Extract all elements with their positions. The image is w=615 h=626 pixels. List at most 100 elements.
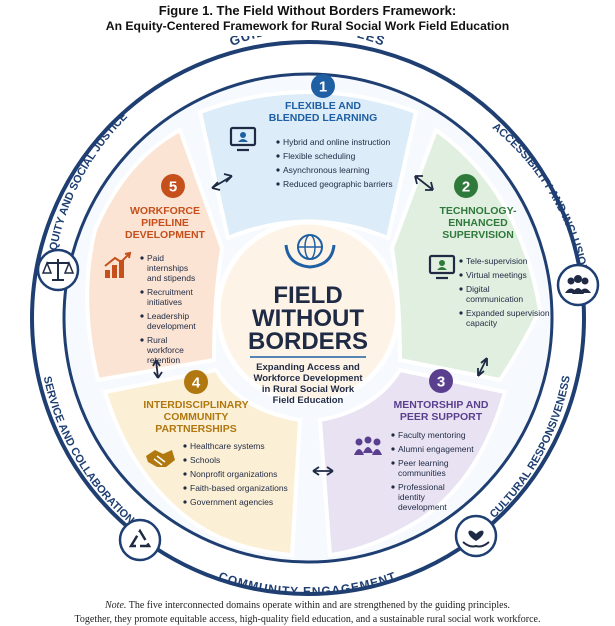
- domain-5-badge: 5: [161, 174, 185, 198]
- domain-2-title-line: ENHANCED: [448, 217, 508, 229]
- bullet-dot: [183, 486, 187, 490]
- note-label: Note.: [105, 600, 127, 611]
- bullet-dot: [183, 472, 187, 476]
- domain-1-item: Reduced geographic barriers: [283, 179, 393, 189]
- handshake-icon: [146, 450, 175, 467]
- domain-5-panel: [85, 127, 225, 383]
- monitor-person-icon: [229, 126, 257, 152]
- domain-2-item: Tele-supervision: [466, 256, 528, 266]
- bullet-dot: [391, 447, 395, 451]
- globe-hands-icon: [284, 234, 336, 269]
- domain-1-item: Flexible scheduling: [283, 151, 356, 161]
- domain-2-badge: 2: [454, 174, 478, 198]
- domain-1-item: Hybrid and online instruction: [283, 137, 391, 147]
- center-subtitle-line: Field Education: [273, 395, 344, 406]
- connector-arrows: [152, 173, 488, 476]
- domain-3-item: Faculty mentoring: [398, 430, 466, 440]
- bullet-dot: [140, 314, 144, 318]
- domain-4-title-line: INTERDISCIPLINARY: [143, 399, 248, 411]
- bullet-dot: [391, 433, 395, 437]
- bullet-dot: [140, 338, 144, 342]
- center-title-line3: BORDERS: [248, 328, 368, 355]
- domain-4-badge: 4: [184, 370, 208, 394]
- bullet-dot: [391, 461, 395, 465]
- bullet-dot: [276, 168, 280, 172]
- domain-4-item: Healthcare systems: [190, 441, 265, 451]
- note-line1: Note. The five interconnected domains op…: [0, 600, 615, 611]
- domain-1-badge: 1: [311, 74, 335, 98]
- domain-5-title-line: WORKFORCE: [130, 205, 200, 217]
- figure-subtitle: An Equity-Centered Framework for Rural S…: [105, 19, 510, 33]
- domain-4-item: Nonprofit organizations: [190, 469, 277, 479]
- growth-chart-icon: [104, 251, 132, 278]
- hands-heart-icon: [454, 514, 498, 558]
- domain-4-title-line: PARTNERSHIPS: [155, 423, 236, 435]
- note-line2: Together, they promote equitable access,…: [74, 614, 541, 625]
- domain-1-title-line: BLENDED LEARNING: [269, 112, 378, 124]
- note-text-1: The five interconnected domains operate …: [128, 600, 510, 611]
- domain-3-item: Alumni engagement: [398, 444, 474, 454]
- domain-5-number: 5: [169, 179, 177, 196]
- center-subtitle-line: Workforce Development: [253, 373, 363, 384]
- domain-4-panel: [102, 367, 303, 558]
- domain-1-number: 1: [319, 79, 327, 96]
- bullet-dot: [183, 500, 187, 504]
- domain-3-title-line: MENTORSHIP AND: [394, 399, 489, 411]
- domain-3-number: 3: [437, 374, 445, 391]
- bullet-dot: [459, 311, 463, 315]
- domain-5-title-line: DEVELOPMENT: [125, 229, 206, 241]
- domain-4-item: Schools: [190, 455, 220, 465]
- bullet-dot: [183, 458, 187, 462]
- domain-1-title-line: FLEXIBLE AND: [285, 100, 361, 112]
- bullet-dot: [459, 259, 463, 263]
- domain-2-title-line: TECHNOLOGY-: [439, 205, 517, 217]
- center-title-line2: WITHOUT: [252, 305, 364, 332]
- bullet-dot: [183, 444, 187, 448]
- scales-icon: [36, 248, 80, 292]
- domain-5-title-line: PIPELINE: [141, 217, 189, 229]
- bullet-dot: [276, 154, 280, 158]
- figure-title: Figure 1. The Field Without Borders Fram…: [158, 3, 457, 18]
- domain-4-item: Government agencies: [190, 497, 273, 507]
- framework-diagram: GUIDING PRINCIPLES COMMUNITY ENGAGEMENT …: [30, 36, 600, 596]
- center-title-line1: FIELD: [273, 282, 342, 309]
- bullet-dot: [140, 256, 144, 260]
- center-subtitle-line: Expanding Access and: [256, 362, 360, 373]
- bullet-dot: [140, 290, 144, 294]
- bullet-dot: [391, 485, 395, 489]
- domain-2-title-line: SUPERVISION: [442, 229, 514, 241]
- domain-2-number: 2: [462, 179, 470, 196]
- domain-3-panel: [317, 367, 508, 558]
- domain-3-title-line: PEER SUPPORT: [400, 411, 483, 423]
- people-group-icon: [556, 263, 600, 307]
- domain-3-badge: 3: [429, 369, 453, 393]
- domain-1-item: Asynchronous learning: [283, 165, 370, 175]
- domain-4-item: Faith-based organizations: [190, 483, 288, 493]
- monitor-user-icon: [428, 254, 456, 280]
- bullet-dot: [276, 140, 280, 144]
- recycle-arrows-icon: [118, 518, 162, 562]
- domain-4-title-line: COMMUNITY: [164, 411, 229, 423]
- domain-2-item: Virtual meetings: [466, 270, 527, 280]
- bullet-dot: [459, 273, 463, 277]
- people-group-icon: [354, 436, 382, 455]
- center-subtitle-line: in Rural Social Work: [262, 384, 355, 395]
- domain-4-number: 4: [192, 375, 201, 392]
- bullet-dot: [276, 182, 280, 186]
- bullet-dot: [459, 287, 463, 291]
